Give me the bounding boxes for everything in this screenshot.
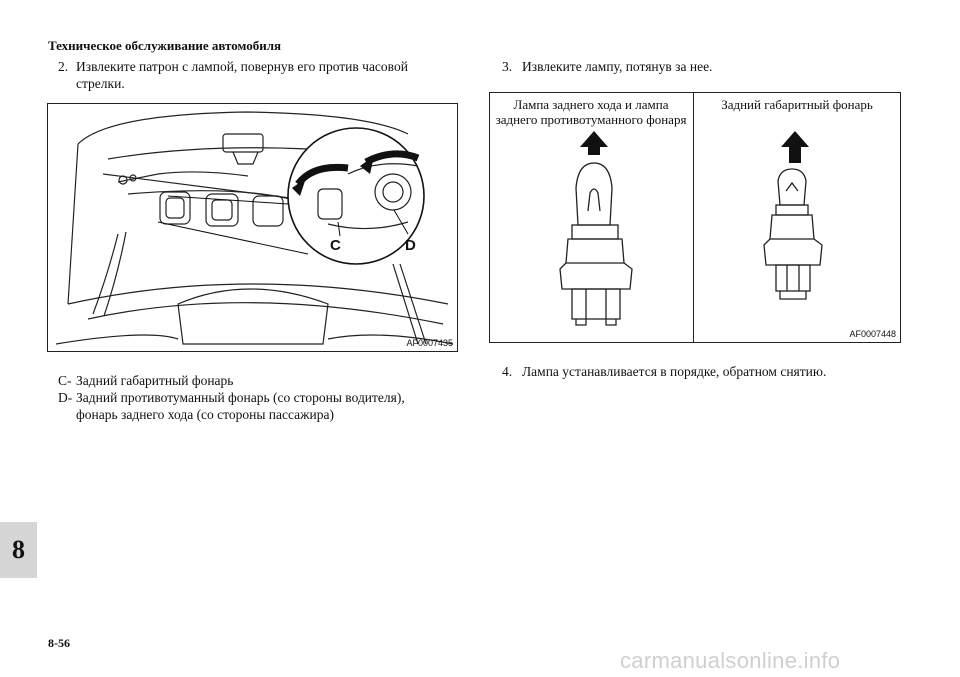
legend-c-text: Задний габаритный фонарь <box>76 373 234 388</box>
trunk-illustration <box>55 111 454 345</box>
bulb-figure: Лампа заднего хода и лампа заднего проти… <box>489 92 901 343</box>
watermark: carmanualsonline.info <box>620 648 841 673</box>
up-arrow-icon <box>580 131 608 155</box>
callout-label-d: D <box>405 237 416 254</box>
page-header: Техническое обслуживание автомобиля <box>48 38 282 53</box>
figure-code-left: AF0007435 <box>406 338 453 348</box>
up-arrow-icon <box>781 131 809 163</box>
page-number: 8-56 <box>48 636 70 650</box>
bulb-left-label-line1: Лампа заднего хода и лампа <box>513 97 669 112</box>
step-2-text-line1: Извлеките патрон с лампой, повернув его … <box>76 59 408 74</box>
bulb-left-label-line2: заднего противотуманного фонаря <box>495 112 687 127</box>
legend-d-key: D- <box>58 390 73 405</box>
bulb-right-label: Задний габаритный фонарь <box>721 97 873 112</box>
step-2-number: 2. <box>58 59 69 74</box>
section-tab: 8 <box>0 522 37 578</box>
step-2-text-line2: стрелки. <box>76 76 125 91</box>
legend-c-key: C- <box>58 373 72 388</box>
callout-label-c: C <box>330 237 341 254</box>
step-3-text: Извлеките лампу, потянув за нее. <box>522 59 713 74</box>
figure-divider <box>693 93 694 342</box>
trunk-figure: C D AF0007435 <box>47 103 458 352</box>
step-4-number: 4. <box>502 364 513 379</box>
legend-d-text-cont: фонарь заднего хода (со стороны пассажир… <box>76 407 334 422</box>
figure-code-right: AF0007448 <box>849 329 896 339</box>
legend-d-text: Задний противотуманный фонарь (со сторон… <box>76 390 405 405</box>
bulb-illustration <box>559 131 823 326</box>
section-tab-number: 8 <box>12 535 25 564</box>
step-3-number: 3. <box>502 59 513 74</box>
step-4-text: Лампа устанавливается в порядке, обратно… <box>522 364 827 379</box>
